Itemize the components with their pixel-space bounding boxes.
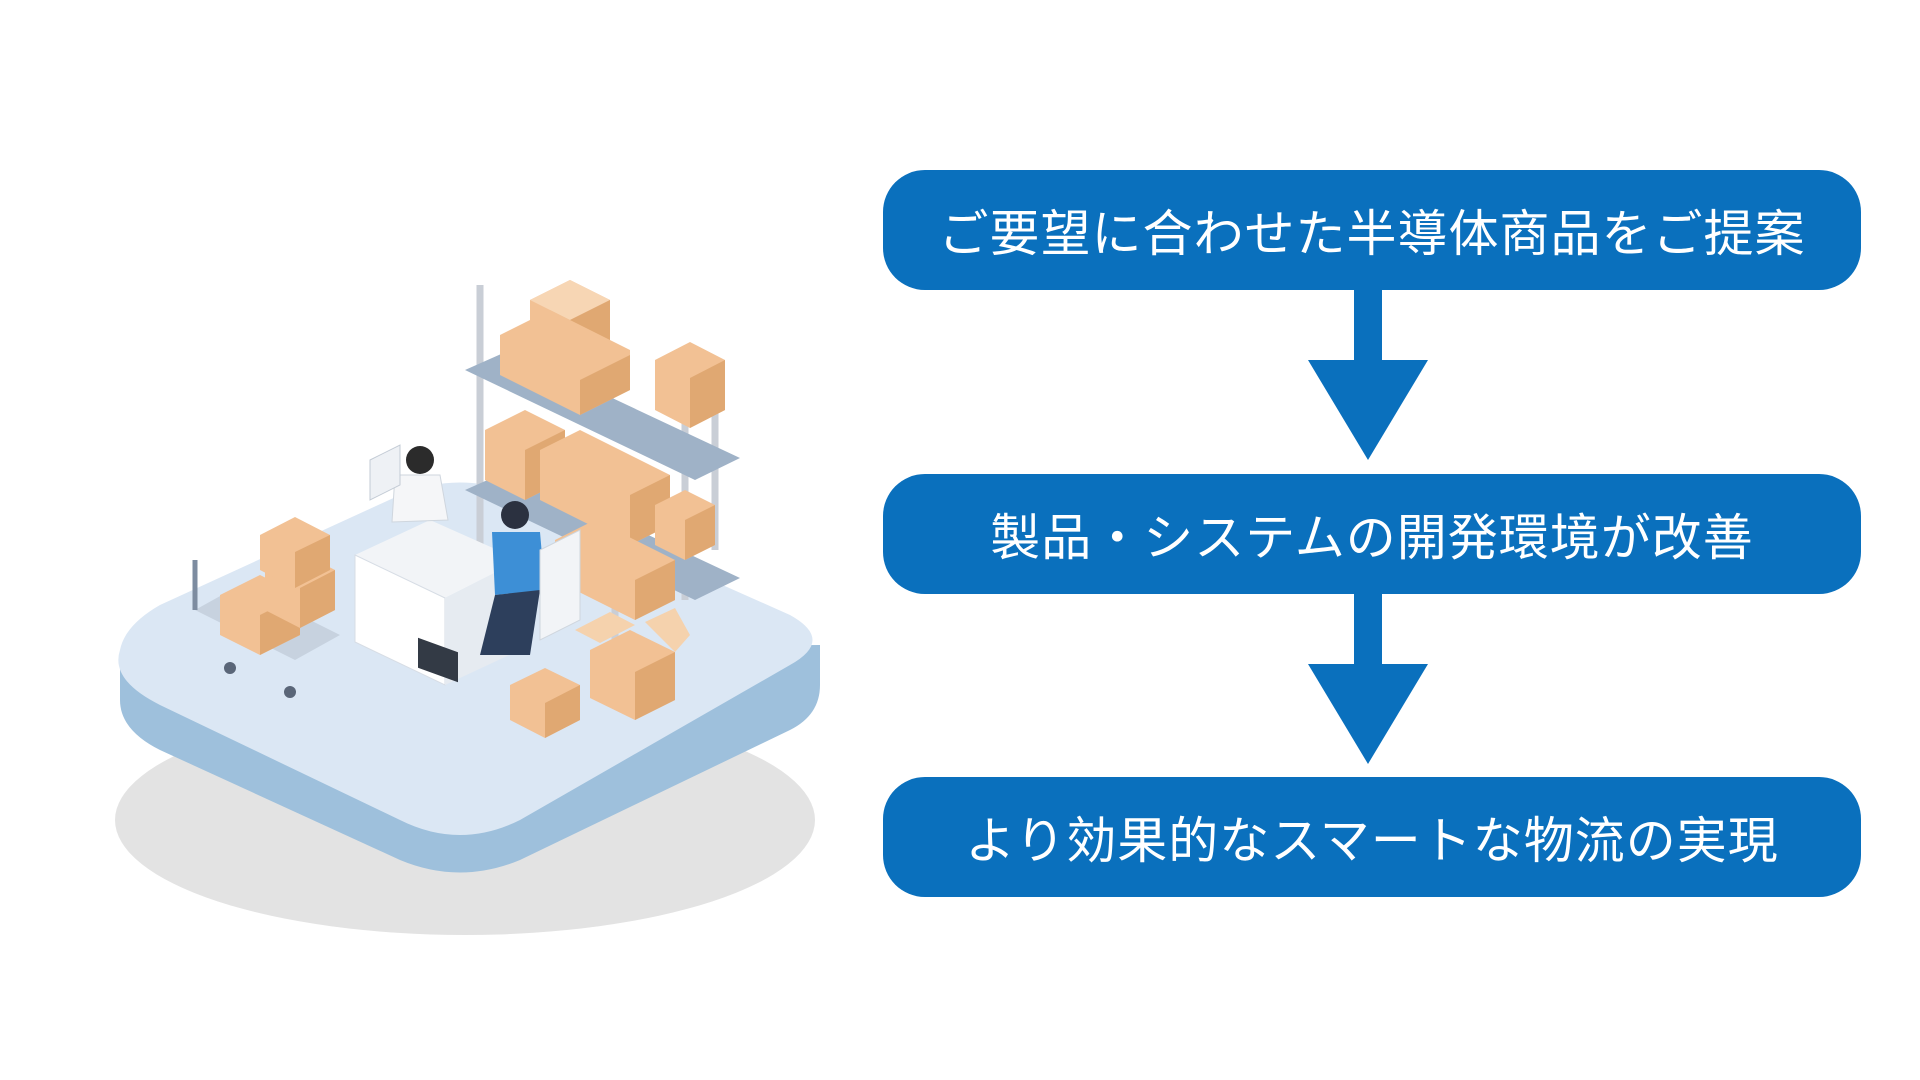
worker-man <box>480 501 581 655</box>
boxes-top-shelf <box>500 280 725 428</box>
down-arrow-icon <box>1308 594 1428 764</box>
flow-step-1: ご要望に合わせた半導体商品をご提案 <box>883 170 1861 290</box>
cart-with-boxes <box>192 517 340 698</box>
floor-boxes <box>510 608 690 738</box>
warehouse-illustration-icon <box>115 280 820 935</box>
down-arrow-icon <box>1308 290 1428 460</box>
flow-step-1-label: ご要望に合わせた半導体商品をご提案 <box>938 205 1806 263</box>
flow-step-3: より効果的なスマートな物流の実現 <box>883 777 1861 897</box>
flow-step-2-label: 製品・システムの開発環境が改善 <box>990 509 1754 567</box>
flow-step-2: 製品・システムの開発環境が改善 <box>883 474 1861 594</box>
boxes-lower-shelf <box>555 520 675 620</box>
worker-woman <box>369 444 449 523</box>
flow-step-3-label: より効果的なスマートな物流の実現 <box>965 812 1779 870</box>
boxes-middle-shelf <box>485 410 715 560</box>
